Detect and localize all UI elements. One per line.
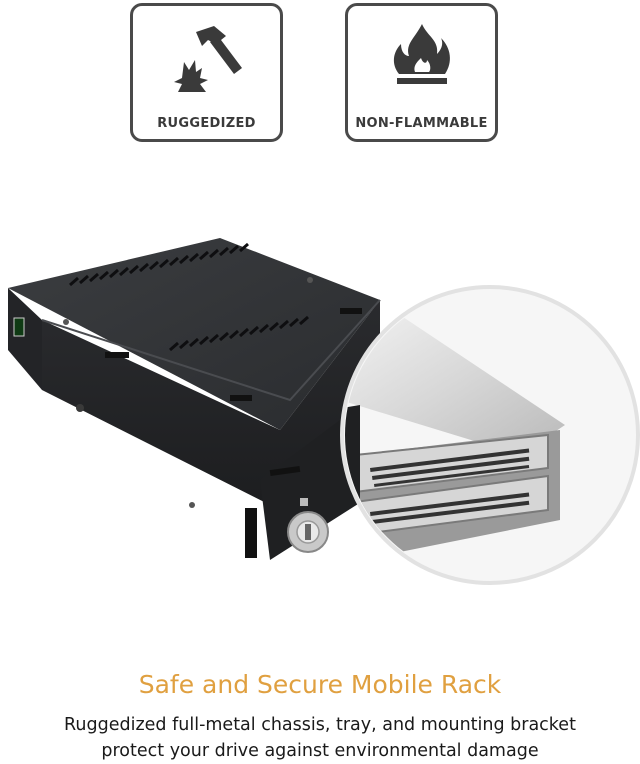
flame-icon bbox=[348, 22, 495, 94]
description-line-2: protect your drive against environmental… bbox=[101, 741, 539, 761]
headline: Safe and Secure Mobile Rack bbox=[138, 670, 502, 699]
mobile-rack-product-image bbox=[0, 230, 640, 590]
non-flammable-badge: NON-FLAMMABLE bbox=[345, 3, 498, 142]
description-line-1: Ruggedized full-metal chassis, tray, and… bbox=[64, 715, 576, 735]
ruggedized-badge: RUGGEDIZED bbox=[130, 3, 283, 142]
description: Ruggedized full-metal chassis, tray, and… bbox=[0, 712, 640, 764]
hammer-icon bbox=[133, 22, 280, 94]
badge-label: RUGGEDIZED bbox=[157, 116, 256, 131]
badge-label: NON-FLAMMABLE bbox=[355, 116, 488, 131]
